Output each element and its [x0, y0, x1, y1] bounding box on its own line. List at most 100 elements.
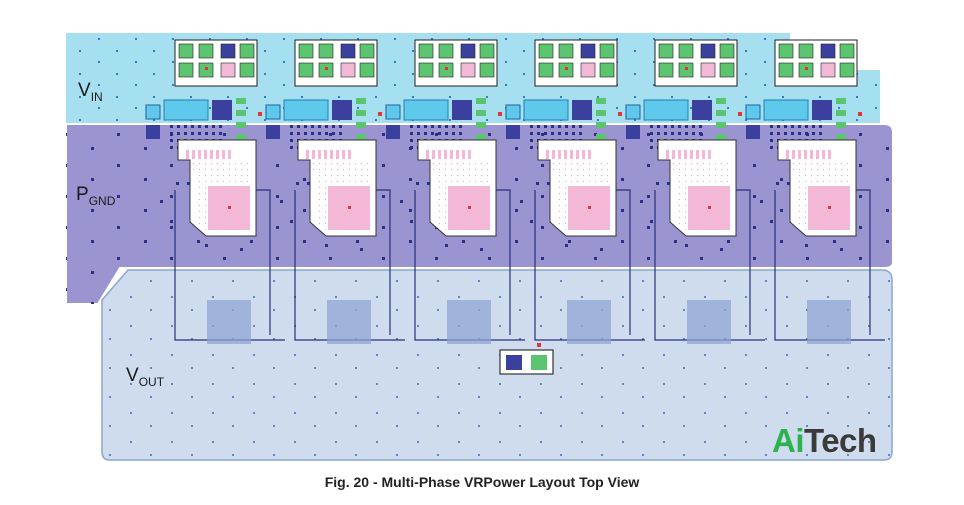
via	[770, 139, 773, 142]
capacitor-pad	[418, 43, 434, 59]
capacitor-pad	[678, 43, 694, 59]
via	[805, 132, 808, 135]
capacitor-pad	[198, 43, 214, 59]
capacitor-pad	[418, 62, 434, 78]
driver-pin	[210, 150, 213, 159]
via	[160, 200, 163, 203]
via	[431, 132, 434, 135]
bypass-pad	[836, 110, 846, 116]
via	[798, 125, 801, 128]
driver-pin	[228, 150, 231, 159]
via	[791, 125, 794, 128]
via	[537, 125, 540, 128]
via	[416, 182, 419, 185]
via	[558, 125, 561, 128]
via	[656, 182, 659, 185]
bypass-pad	[236, 110, 246, 116]
bootstrap-pad	[146, 125, 160, 139]
capacitor-pad	[839, 62, 855, 78]
driver-pin	[186, 150, 189, 159]
via	[530, 132, 533, 135]
bypass-pad	[236, 98, 246, 104]
via-marker	[228, 206, 231, 209]
via	[205, 244, 208, 247]
via	[650, 146, 653, 149]
capacitor-pad	[239, 43, 255, 59]
via	[198, 132, 201, 135]
via	[219, 132, 222, 135]
bypass-pad	[476, 134, 486, 140]
via	[332, 132, 335, 135]
driver-pin	[552, 150, 555, 159]
via	[417, 132, 420, 135]
bypass-pad	[716, 134, 726, 140]
bypass-pad	[476, 110, 486, 116]
bypass-pad	[356, 98, 366, 104]
driver-pin	[222, 150, 225, 159]
inductor-pad	[687, 300, 731, 344]
via	[551, 132, 554, 135]
via	[650, 139, 653, 142]
via	[177, 132, 180, 135]
driver-pin	[342, 150, 345, 159]
driver-pin	[324, 150, 327, 159]
capacitor-pad	[700, 62, 716, 78]
bypass-pad	[596, 98, 606, 104]
via	[760, 200, 763, 203]
bootstrap-pad	[506, 125, 520, 139]
via	[640, 200, 643, 203]
via	[537, 132, 540, 135]
via	[297, 132, 300, 135]
via	[536, 182, 539, 185]
via	[290, 125, 293, 128]
via	[720, 248, 723, 251]
capacitor-pad	[820, 43, 836, 59]
via	[572, 132, 575, 135]
driver-pin	[708, 150, 711, 159]
via	[339, 125, 342, 128]
high-side-pad	[283, 99, 329, 121]
driver-pin	[438, 150, 441, 159]
via	[325, 244, 328, 247]
multiphase-layout-diagram: VIN PGND VOUT	[65, 33, 894, 461]
via	[819, 132, 822, 135]
via	[840, 248, 843, 251]
via	[699, 132, 702, 135]
driver-pin	[702, 150, 705, 159]
capacitor-pad	[479, 62, 495, 78]
via	[558, 132, 561, 135]
via	[685, 125, 688, 128]
via	[187, 182, 190, 185]
via	[787, 182, 790, 185]
inductor-pad	[567, 300, 611, 344]
bootstrap-pad	[625, 104, 641, 120]
bypass-pad	[836, 122, 846, 128]
via-marker	[348, 206, 351, 209]
via	[530, 125, 533, 128]
capacitor-pad	[340, 43, 356, 59]
high-side-pad	[163, 99, 209, 121]
bypass-pad	[236, 134, 246, 140]
bootstrap-pad	[505, 104, 521, 120]
capacitor-pad	[298, 43, 314, 59]
via	[170, 220, 173, 223]
driver-pin	[588, 150, 591, 159]
via	[198, 125, 201, 128]
bypass-pad	[356, 110, 366, 116]
capacitor-pad	[438, 43, 454, 59]
capacitor-pad	[298, 62, 314, 78]
via	[544, 125, 547, 128]
driver-pin	[828, 150, 831, 159]
driver-pin	[690, 150, 693, 159]
via	[678, 132, 681, 135]
via	[290, 146, 293, 149]
capacitor-pad	[719, 43, 735, 59]
via	[459, 132, 462, 135]
figure-caption: Fig. 20 - Multi-Phase VRPower Layout Top…	[324, 474, 640, 490]
capacitor-pad	[599, 62, 615, 78]
driver-pin	[816, 150, 819, 159]
via	[400, 200, 403, 203]
capacitor-pad	[359, 43, 375, 59]
driver-pin	[546, 150, 549, 159]
capacitor-pad	[239, 62, 255, 78]
